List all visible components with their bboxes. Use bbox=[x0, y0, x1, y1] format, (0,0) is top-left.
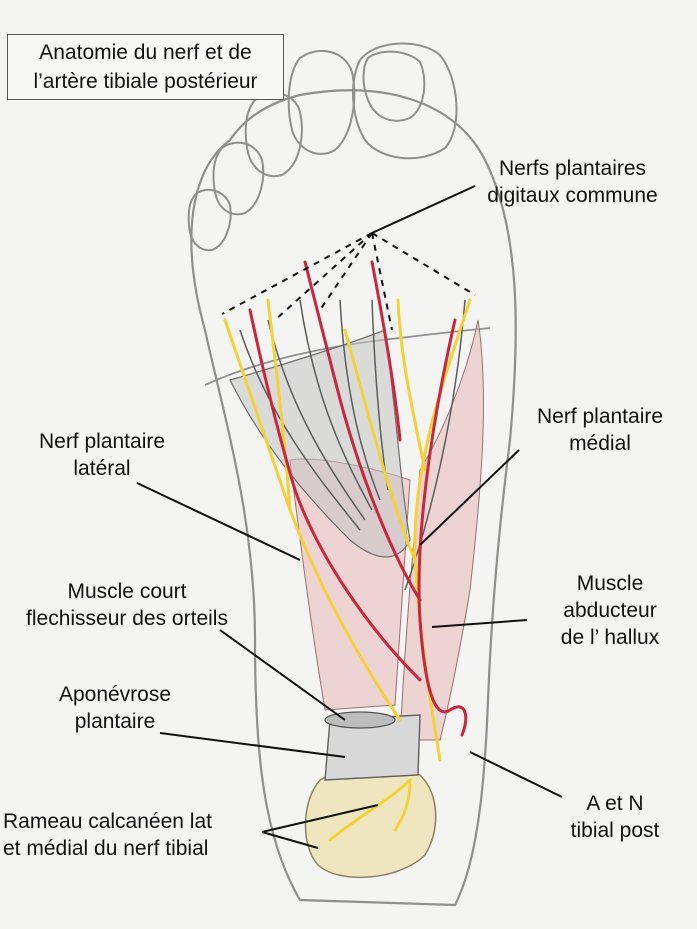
label-a-et-n-l1: A et N bbox=[586, 792, 644, 815]
label-abducteur-l3: de l’ hallux bbox=[560, 626, 660, 649]
label-nerf-medial-l2: médial bbox=[569, 432, 631, 455]
diagram-title-box: Anatomie du nerf et de l’artère tibiale … bbox=[7, 34, 284, 100]
label-a-et-n: A et N tibial post bbox=[540, 790, 690, 844]
label-rameau: Rameau calcanéen lat et médial du nerf t… bbox=[3, 808, 263, 862]
aponeurosis-fan bbox=[229, 329, 411, 558]
title-line-2: l’artère tibiale postérieur bbox=[33, 70, 258, 93]
label-nerf-medial-l1: Nerf plantaire bbox=[536, 405, 664, 428]
label-abducteur-l1: Muscle bbox=[576, 572, 644, 595]
leader-a-et-n bbox=[469, 751, 563, 798]
cut-muscle-end bbox=[324, 711, 396, 729]
digital-nerve-guides bbox=[221, 232, 476, 331]
label-rameau-l2: et médial du nerf tibial bbox=[3, 837, 209, 860]
tendons bbox=[239, 299, 466, 591]
leader-rameau-1 bbox=[261, 804, 379, 833]
title-line-1: Anatomie du nerf et de bbox=[39, 41, 252, 64]
label-nerfs-digitaux: Nerfs plantaires digitaux commune bbox=[470, 155, 675, 209]
label-nerfs-digitaux-l2: digitaux commune bbox=[487, 184, 658, 207]
arteries bbox=[248, 260, 468, 737]
label-aponevrose-l1: Aponévrose bbox=[58, 683, 172, 706]
label-court-flechisseur: Muscle court flechisseur des orteils bbox=[2, 578, 252, 632]
leader-nerf-lateral bbox=[136, 482, 301, 561]
label-court-flechisseur-l2: flechisseur des orteils bbox=[26, 607, 228, 630]
label-abducteur: Muscle abducteur de l’ hallux bbox=[525, 570, 695, 651]
leader-court-flechisseur bbox=[219, 629, 346, 721]
heel-fat-pad bbox=[304, 766, 437, 879]
foot-outline bbox=[190, 89, 517, 907]
label-nerf-medial: Nerf plantaire médial bbox=[510, 403, 690, 457]
label-nerf-lateral-l1: Nerf plantaire bbox=[38, 430, 166, 453]
label-abducteur-l2: abducteur bbox=[563, 599, 657, 622]
leader-abducteur bbox=[431, 619, 528, 628]
label-nerf-lateral-l2: latéral bbox=[73, 457, 131, 480]
leader-aponevrose bbox=[159, 732, 346, 758]
leader-nerfs-digitaux bbox=[371, 185, 476, 234]
label-aponevrose: Aponévrose plantaire bbox=[30, 681, 200, 735]
leader-rameau-2 bbox=[261, 831, 319, 849]
leader-lines bbox=[136, 185, 563, 849]
toes bbox=[187, 42, 458, 252]
label-a-et-n-l2: tibial post bbox=[570, 819, 660, 842]
label-aponevrose-l2: plantaire bbox=[74, 710, 156, 733]
label-nerfs-digitaux-l1: Nerfs plantaires bbox=[498, 157, 647, 180]
nerves bbox=[223, 298, 472, 842]
label-rameau-l1: Rameau calcanéen lat bbox=[3, 810, 212, 833]
label-nerf-lateral: Nerf plantaire latéral bbox=[12, 428, 192, 482]
leader-nerf-medial bbox=[419, 449, 520, 546]
label-court-flechisseur-l1: Muscle court bbox=[67, 580, 187, 603]
